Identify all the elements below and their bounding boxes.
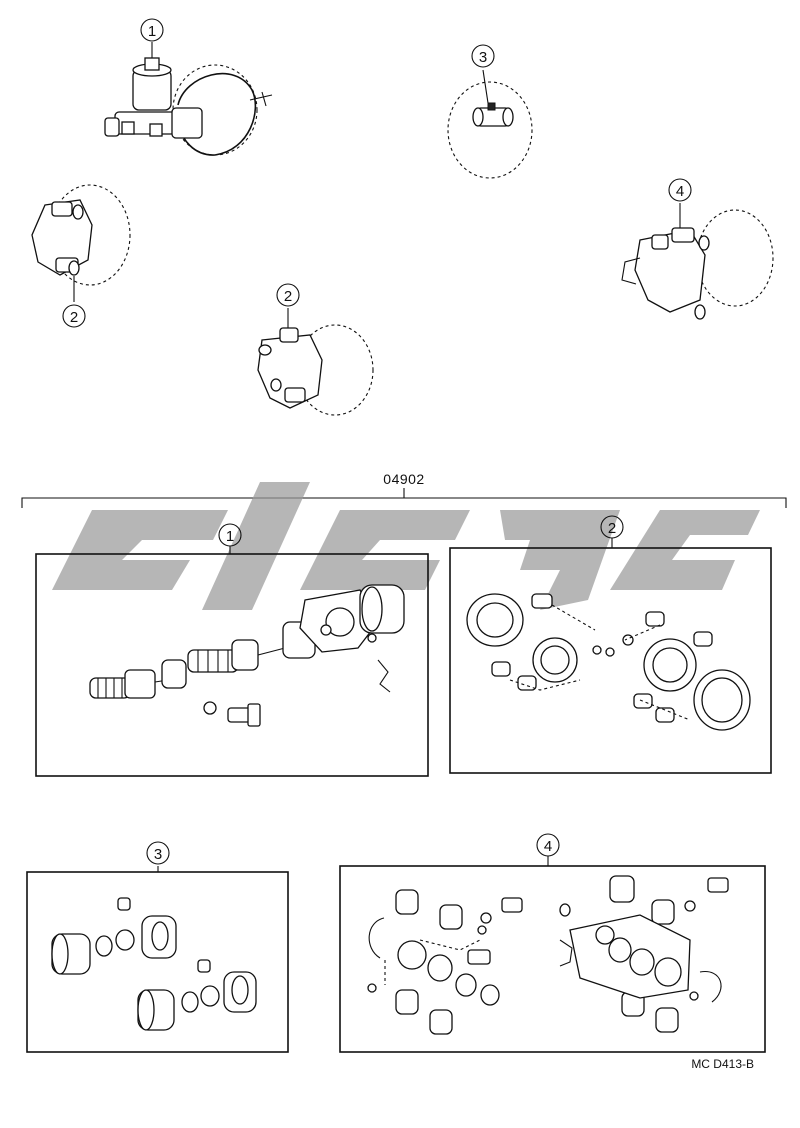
front-caliper-kit-parts [466, 593, 751, 731]
callout-2-kit-label: 2 [608, 520, 616, 537]
spring-1 [89, 677, 131, 699]
kit-1-panel [35, 546, 429, 777]
callout-2-left-label: 2 [70, 309, 78, 326]
figure-code: MC D413-B [691, 1057, 754, 1071]
wheel-cylinder-assembly [447, 69, 533, 179]
callout-3-top: 3 [471, 44, 495, 68]
group-code: 04902 [383, 471, 424, 487]
callout-4-kit: 4 [536, 833, 560, 857]
callout-4-top-label: 4 [676, 183, 684, 200]
callout-2-kit: 2 [600, 515, 624, 539]
front-caliper-left [31, 184, 131, 302]
kit-4-panel [339, 856, 766, 1053]
watermark-logo [52, 482, 760, 610]
master-cylinder-kit-parts [89, 584, 405, 727]
spring-2 [187, 649, 239, 673]
callout-1-top-label: 1 [148, 23, 156, 40]
group-bracket: 04902 [21, 471, 787, 508]
callout-4-kit-label: 4 [544, 838, 552, 855]
callout-3-top-label: 3 [479, 49, 487, 66]
callout-3-kit: 3 [146, 841, 170, 865]
callout-4-top: 4 [668, 178, 692, 202]
callout-1-top: 1 [140, 18, 164, 42]
callout-3-kit-label: 3 [154, 846, 162, 863]
rear-caliper-kit-parts [367, 875, 729, 1035]
kit-3-panel [26, 866, 289, 1053]
rear-caliper [621, 203, 774, 320]
front-caliper-center [257, 308, 374, 416]
kit-2-panel [449, 538, 772, 774]
callout-2-left: 2 [62, 304, 86, 328]
wheel-cylinder-kit-parts [51, 897, 257, 1031]
callout-1-kit: 1 [218, 523, 242, 547]
callout-2-center: 2 [276, 283, 300, 307]
callout-2-center-label: 2 [284, 288, 292, 305]
master-cylinder-assembly [104, 42, 273, 156]
callout-1-kit-label: 1 [226, 528, 234, 545]
